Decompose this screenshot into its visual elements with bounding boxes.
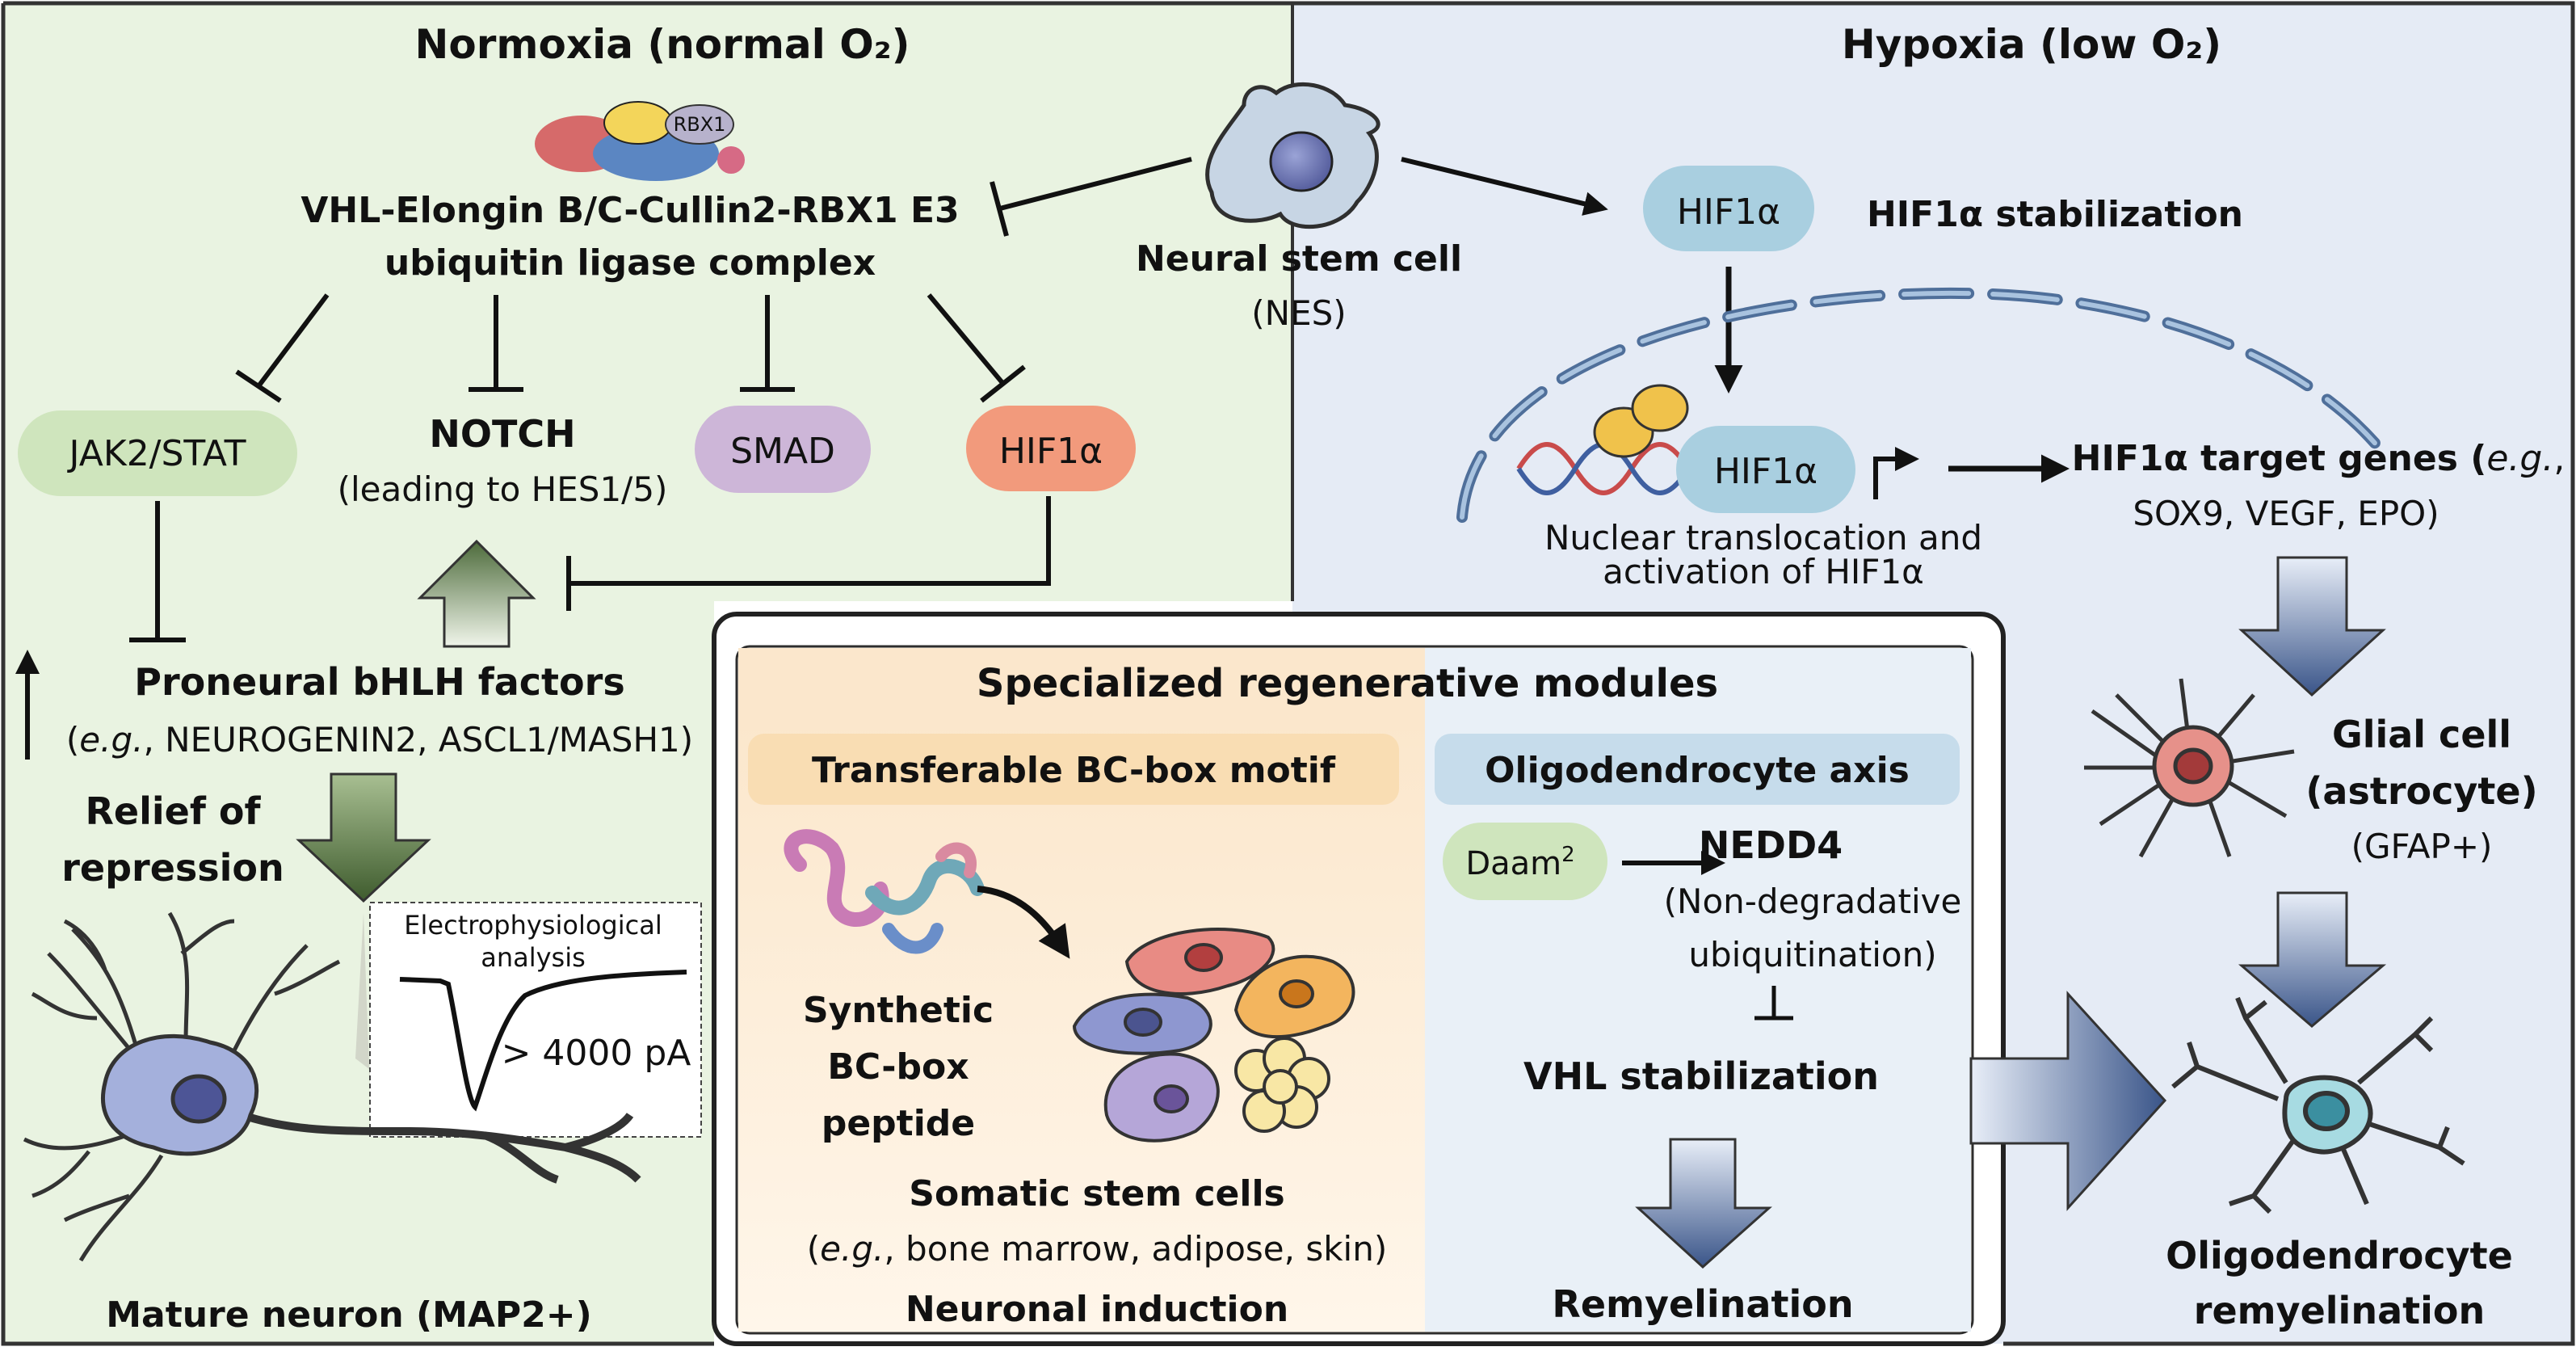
nsc-title: Neural stem cell: [1136, 238, 1462, 280]
neural-stem-cell-icon: [1205, 82, 1380, 229]
bhlh-eg: e.g.: [79, 720, 143, 760]
nedd4-label: NEDD4: [1699, 823, 1843, 867]
ephys-value: > 4000 pA: [502, 1033, 691, 1074]
oligo-line2: remyelination: [2194, 1289, 2485, 1332]
rbx1-label: RBX1: [674, 113, 726, 136]
target-genes-eg: e.g.: [2486, 438, 2553, 479]
to-oligodendrocyte-arrow: [2238, 891, 2387, 1028]
target-genes-title: HIF1α target genes (e.g.,: [2072, 438, 2565, 479]
hif1a-hypoxia-pill: [1643, 166, 1814, 251]
somatic-title: Somatic stem cells: [909, 1173, 1284, 1214]
hif1a-nuclear-label: HIF1α: [1714, 451, 1817, 492]
modules-title: Specialized regenerative modules: [977, 661, 1718, 706]
target-genes-bold: HIF1α target genes (: [2072, 438, 2487, 479]
smad-pill: [695, 406, 871, 493]
ephys-trace: [399, 970, 687, 1112]
notch-sub: (leading to HES1/5): [338, 469, 668, 509]
nsc-to-hif1a-arrow: [1401, 157, 1608, 216]
hif1a-nuclear-pill: [1676, 426, 1855, 513]
target-genes-sub: SOX9, VEGF, EPO): [2133, 494, 2439, 533]
bhlh-to-notch-arrow: [417, 539, 536, 648]
somatic-sub-text: , bone marrow, adipose, skin): [884, 1229, 1387, 1269]
to-astrocyte-arrow: [2238, 556, 2386, 697]
complex-name-line1: VHL-Elongin B/C-Cullin2-RBX1 E3: [300, 190, 959, 231]
hif1a-normoxia-pill: [966, 406, 1136, 491]
hif1a-inhibits-notch: [566, 496, 1051, 611]
nsc-sub: (NES): [1251, 293, 1346, 333]
hif1a-normoxia-label: HIF1α: [999, 431, 1103, 472]
relief-line1: Relief of: [86, 789, 262, 833]
relief-line2: repression: [61, 846, 284, 890]
vhl-stabilization-label: VHL stabilization: [1523, 1054, 1879, 1098]
ephys-line2: analysis: [481, 942, 586, 973]
peptide-to-cells-arrow: [977, 886, 1070, 959]
peptide-line3: peptide: [822, 1103, 975, 1144]
complex-inhibition-lines: [235, 293, 1026, 403]
bcbox-header: [748, 734, 1399, 805]
nedd4-line1: (Non-degradative: [1664, 882, 1962, 921]
normoxia-title: Normoxia (normal O₂): [415, 21, 910, 68]
hypoxia-title: Hypoxia (low O₂): [1842, 21, 2221, 68]
notch-label: NOTCH: [429, 412, 575, 456]
glial-line2: (astrocyte): [2305, 769, 2537, 813]
oligo-axis-header-label: Oligodendrocyte axis: [1485, 750, 1910, 791]
glial-line1: Glial cell: [2332, 713, 2511, 756]
translocation-line1: Nuclear translocation and: [1544, 518, 1982, 558]
oligo-line1: Oligodendrocyte: [2166, 1234, 2513, 1277]
mature-neuron-icon: [23, 911, 641, 1262]
neuron-label: Mature neuron (MAP2+): [106, 1294, 592, 1336]
to-remyelination-arrow: [1635, 1138, 1772, 1269]
translocation-line2: activation of HIF1α: [1603, 552, 1924, 591]
ephys-inset: [369, 902, 702, 1138]
daam-label: Daam2: [1465, 843, 1574, 882]
transcription-start-arrow: [1873, 447, 1919, 499]
normoxia-border: [1, 3, 714, 1346]
oligo-axis-header: [1435, 734, 1960, 805]
bhlh-title: Proneural bHLH factors: [134, 660, 624, 704]
somatic-cells-icon: [1072, 928, 1355, 1143]
nsc-inhibits-complex: [990, 157, 1192, 237]
normoxia-panel: [3, 3, 1292, 601]
somatic-sub: (e.g., bone marrow, adipose, skin): [807, 1229, 1387, 1269]
hif1a-hypoxia-label: HIF1α: [1677, 191, 1780, 233]
daam-sup: 2: [1561, 843, 1575, 867]
nedd4-line2: ubiquitination): [1688, 935, 1936, 974]
bcbox-header-label: Transferable BC-box motif: [812, 750, 1336, 791]
bhlh-to-neuron-arrow: [296, 772, 431, 903]
glial-sub: (GFAP+): [2351, 827, 2493, 866]
modules-to-oligo-arrow: [1969, 991, 2167, 1211]
ephys-line1: Electrophysiological: [404, 910, 662, 941]
oligodendrocyte-icon: [2171, 996, 2465, 1214]
jak-inhibits-bhlh: [129, 501, 186, 642]
ligase-complex-icon: RBX1: [535, 101, 745, 181]
peptide-line2: BC-box: [827, 1046, 969, 1088]
bhlh-sub: (e.g., NEUROGENIN2, ASCL1/MASH1): [66, 720, 693, 760]
jak-stat-label: JAK2/STAT: [67, 433, 246, 474]
jak-stat-pill: [18, 410, 297, 496]
nedd4-inhibits-vhl-stabilization: [1754, 986, 1793, 1021]
complex-name-line2: ubiquitin ligase complex: [385, 242, 876, 284]
daam-pill: [1443, 823, 1607, 900]
somatic-eg: e.g.: [820, 1229, 884, 1269]
bhlh-sub-text: , NEUROGENIN2, ASCL1/MASH1): [143, 720, 693, 760]
daam-text: Daam: [1465, 845, 1561, 882]
target-genes-tail: ,: [2553, 438, 2565, 479]
hif1a-stabilization-label: HIF1α stabilization: [1867, 194, 2243, 235]
peptide-line1: Synthetic: [803, 990, 994, 1031]
bc-box-peptide-icon: [784, 829, 985, 954]
neuronal-induction-label: Neuronal induction: [906, 1289, 1288, 1330]
astrocyte-icon: [2084, 678, 2295, 858]
remyelination-label: Remyelination: [1552, 1282, 1853, 1326]
smad-label: SMAD: [730, 431, 835, 472]
